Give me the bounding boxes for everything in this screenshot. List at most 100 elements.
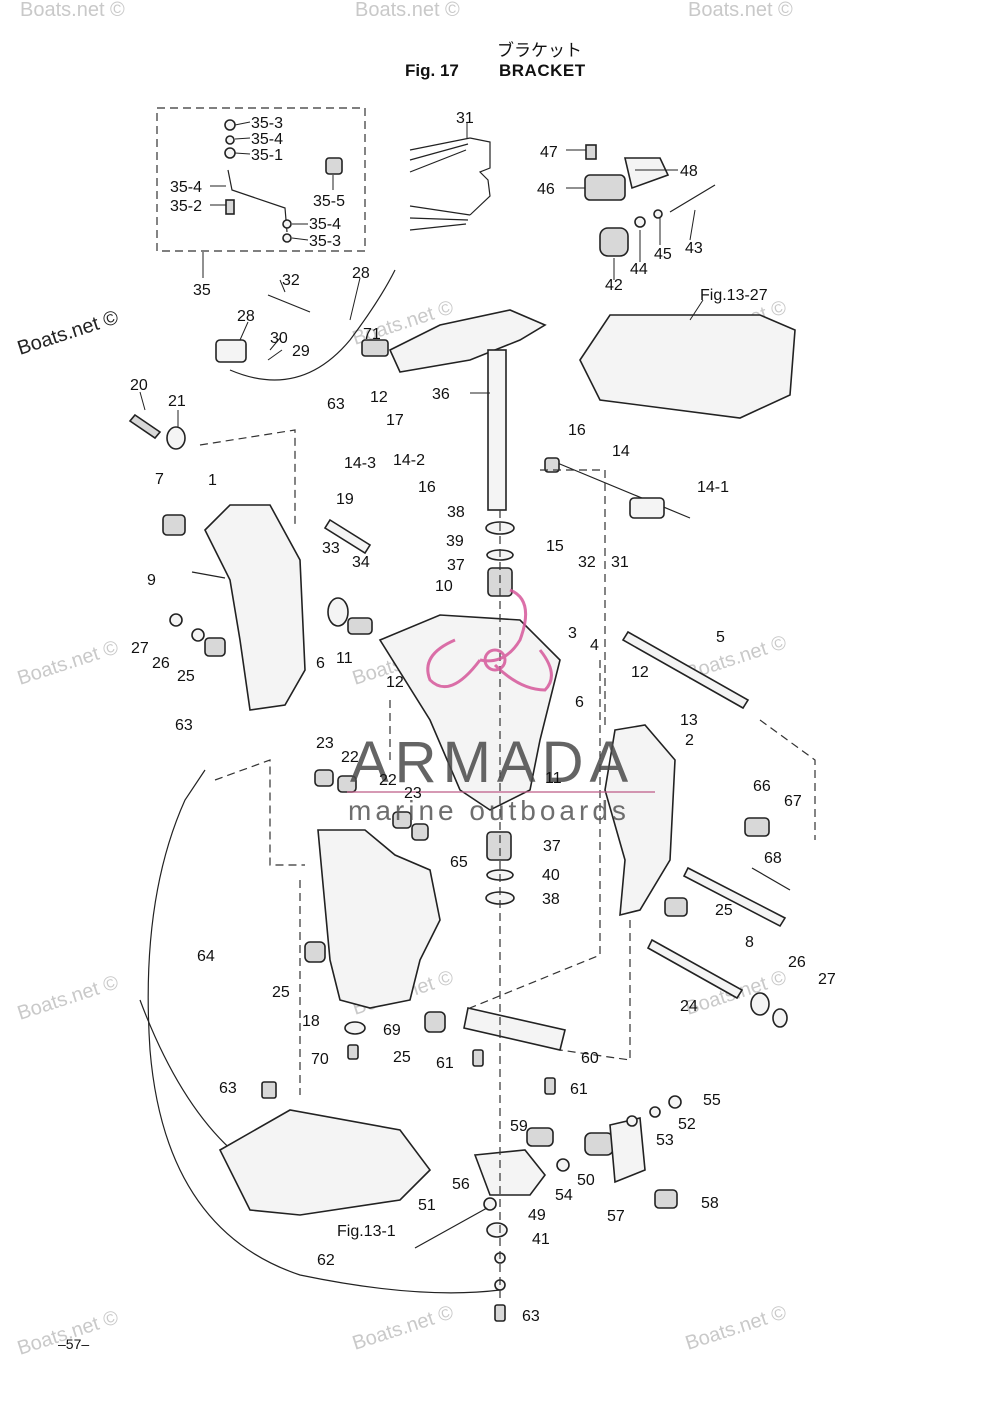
callout-number: 14-1: [697, 479, 729, 496]
callout-number: 63: [522, 1308, 540, 1325]
watermark-text: Boats.net ©: [355, 0, 460, 21]
callout-number: 39: [446, 533, 464, 550]
callout-number: 16: [568, 422, 586, 439]
callout-number: 26: [152, 655, 170, 672]
callout-number: 7: [155, 471, 164, 488]
callout-number: 10: [435, 578, 453, 595]
callout-number: 27: [131, 640, 149, 657]
callout-number: 20: [130, 377, 148, 394]
bolt-part: [669, 184, 716, 213]
cable-part: [229, 269, 396, 381]
callout-number: 56: [452, 1176, 470, 1193]
callout-number: 9: [147, 572, 156, 589]
callout-number: 14-3: [344, 455, 376, 472]
callout-number: 24: [680, 998, 698, 1015]
callout-number: 2: [685, 732, 694, 749]
callout-number: 11: [336, 650, 353, 667]
callout-number: 58: [701, 1195, 719, 1212]
brand-watermark: ARMADA marine outboards: [347, 588, 655, 826]
callout-number: 55: [703, 1092, 721, 1109]
callout-number: 25: [393, 1049, 411, 1066]
watermark-text: Boats.net ©: [15, 636, 122, 689]
swivel-shaft-part: [487, 349, 507, 511]
callout-number: 13: [680, 712, 698, 729]
ball-joint-part: [325, 157, 343, 175]
callout-number: 57: [607, 1208, 625, 1225]
callout-number: 11: [545, 770, 562, 787]
callout-number: 35-4: [251, 131, 283, 148]
ground-cable-part: [147, 769, 501, 1294]
callout-number: 22: [379, 772, 397, 789]
callout-number: 51: [418, 1197, 436, 1214]
callout-number: 30: [270, 330, 288, 347]
link-rod-part: [227, 169, 288, 233]
callout-number: 35-1: [251, 147, 283, 164]
callout-number: 27: [818, 971, 836, 988]
figure-number: Fig. 17: [405, 61, 459, 80]
holder-part: [584, 174, 626, 201]
callout-number: 43: [685, 240, 703, 257]
callout-number: 60: [581, 1050, 599, 1067]
nut-part: [224, 119, 236, 131]
callout-number: 1: [208, 472, 217, 489]
callout-number: 16: [418, 479, 436, 496]
callout-number: 22: [341, 749, 359, 766]
callout-number: 44: [630, 261, 648, 278]
callout-number: 3: [568, 625, 577, 642]
callout-number: 17: [386, 412, 404, 429]
clamp-bracket-left-part: [204, 504, 306, 711]
callout-number: 71: [363, 326, 381, 343]
callout-number: 15: [546, 538, 564, 555]
callout-number: 45: [654, 246, 672, 263]
callout-number: 21: [168, 393, 186, 410]
callout-number: 23: [404, 785, 422, 802]
watermark-text: Boats.net ©: [15, 306, 122, 359]
figure-title: BRACKET: [499, 61, 586, 80]
callout-number: 8: [745, 934, 754, 951]
rubber-stopper-part: [599, 227, 629, 257]
callout-number: 62: [317, 1252, 335, 1269]
callout-number: 34: [352, 554, 370, 571]
callout-number: 26: [788, 954, 806, 971]
callout-number: 38: [542, 891, 560, 908]
callout-number: 68: [764, 850, 782, 867]
callout-number: 35-4: [309, 216, 341, 233]
callout-number: 53: [656, 1132, 674, 1149]
callout-number: 61: [436, 1055, 454, 1072]
callout-number: 35-4: [170, 179, 202, 196]
power-tilt-unit-part: [317, 829, 441, 1009]
brand-name-text: ARMADA: [350, 730, 634, 795]
bolt-part: [225, 199, 235, 215]
callout-number: 41: [532, 1231, 550, 1248]
callout-number: 61: [570, 1081, 588, 1098]
callout-layer: 35-3 35-4 35-1 35-4 35-2 35-5 35-4 35-3 …: [130, 110, 836, 1325]
callout-number: 35: [193, 282, 211, 299]
callout-number: 65: [450, 854, 468, 871]
callout-number: 64: [197, 948, 215, 965]
callout-number: 50: [577, 1172, 595, 1189]
callout-number: 6: [316, 655, 325, 672]
part-shapes: [128, 119, 796, 1322]
japanese-title: ブラケット: [497, 41, 582, 61]
callout-number: 31: [456, 110, 474, 127]
callout-number: 6: [575, 694, 584, 711]
callout-number: 46: [537, 181, 555, 198]
callout-number: 25: [177, 668, 195, 685]
clamp-bracket-right-part: [604, 724, 676, 917]
callout-number: 49: [528, 1207, 546, 1224]
tilt-rod-part: [554, 461, 691, 519]
bolt-part: [414, 1207, 488, 1249]
callout-number: 32: [578, 554, 596, 571]
callout-number: 63: [219, 1080, 237, 1097]
page-number: –57–: [58, 1336, 90, 1352]
callout-number: 25: [272, 984, 290, 1001]
swivel-bracket-part: [378, 614, 561, 811]
callout-number: 18: [302, 1013, 320, 1030]
callout-number: 63: [175, 717, 193, 734]
callout-number: 28: [352, 265, 370, 282]
wire-harness-part: [469, 137, 491, 216]
callout-number: 33: [322, 540, 340, 557]
stopper-bracket-part: [623, 157, 670, 190]
callout-number: 12: [386, 674, 404, 691]
